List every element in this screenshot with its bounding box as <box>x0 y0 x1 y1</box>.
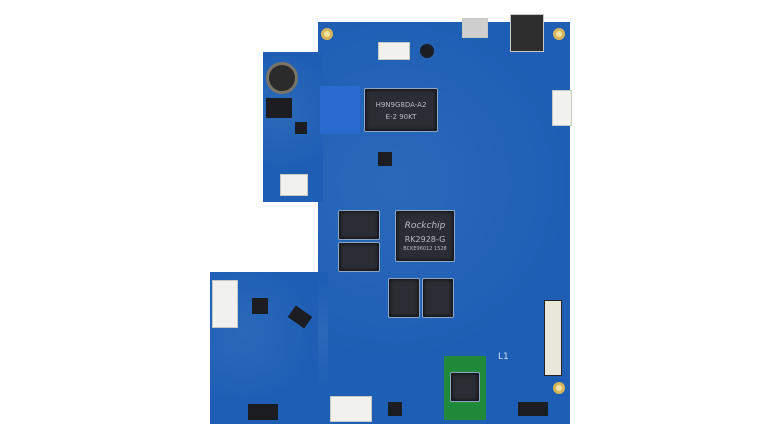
header-connector <box>280 174 308 196</box>
silkscreen-label: L1 <box>498 352 509 362</box>
header-connector <box>212 280 238 328</box>
header-connector <box>378 42 410 60</box>
soc-brand: Rockchip <box>404 221 446 231</box>
nand-chip <box>388 278 420 318</box>
optocoupler <box>248 404 278 420</box>
mounting-hole <box>553 382 565 394</box>
ic <box>378 152 392 166</box>
mounting-hole <box>321 28 333 40</box>
fpc-connector <box>544 300 562 376</box>
mounting-hole <box>553 28 565 40</box>
wifi-chip <box>450 372 480 402</box>
power-inductor <box>266 62 298 94</box>
dram-chip <box>338 210 380 240</box>
pcb-board-mid <box>318 272 328 424</box>
header-connector <box>330 396 372 422</box>
ic <box>252 298 268 314</box>
ic <box>518 402 548 416</box>
header-connector <box>552 90 572 126</box>
dram-chip <box>338 242 380 272</box>
ic <box>295 122 307 134</box>
soc-marking: BCKE96012 1528 <box>403 246 447 252</box>
flash-marking-1: H9N9G8DA-A2 <box>375 101 427 109</box>
flash-chip: H9N9G8DA-A2 E-2 90KT <box>364 88 438 132</box>
inductor <box>266 98 292 118</box>
flash-marking-2: E-2 90KT <box>385 113 417 121</box>
inductor <box>420 44 434 58</box>
soc-part: RK2928-G <box>404 235 446 244</box>
pcb-board-left-lower <box>210 272 322 424</box>
audio-jack <box>510 14 544 52</box>
micro-usb-connector <box>462 18 488 38</box>
ic <box>388 402 402 416</box>
rockchip-soc: Rockchip RK2928-G BCKE96012 1528 <box>395 210 455 262</box>
nand-chip <box>422 278 454 318</box>
flash-keepout <box>320 86 360 134</box>
